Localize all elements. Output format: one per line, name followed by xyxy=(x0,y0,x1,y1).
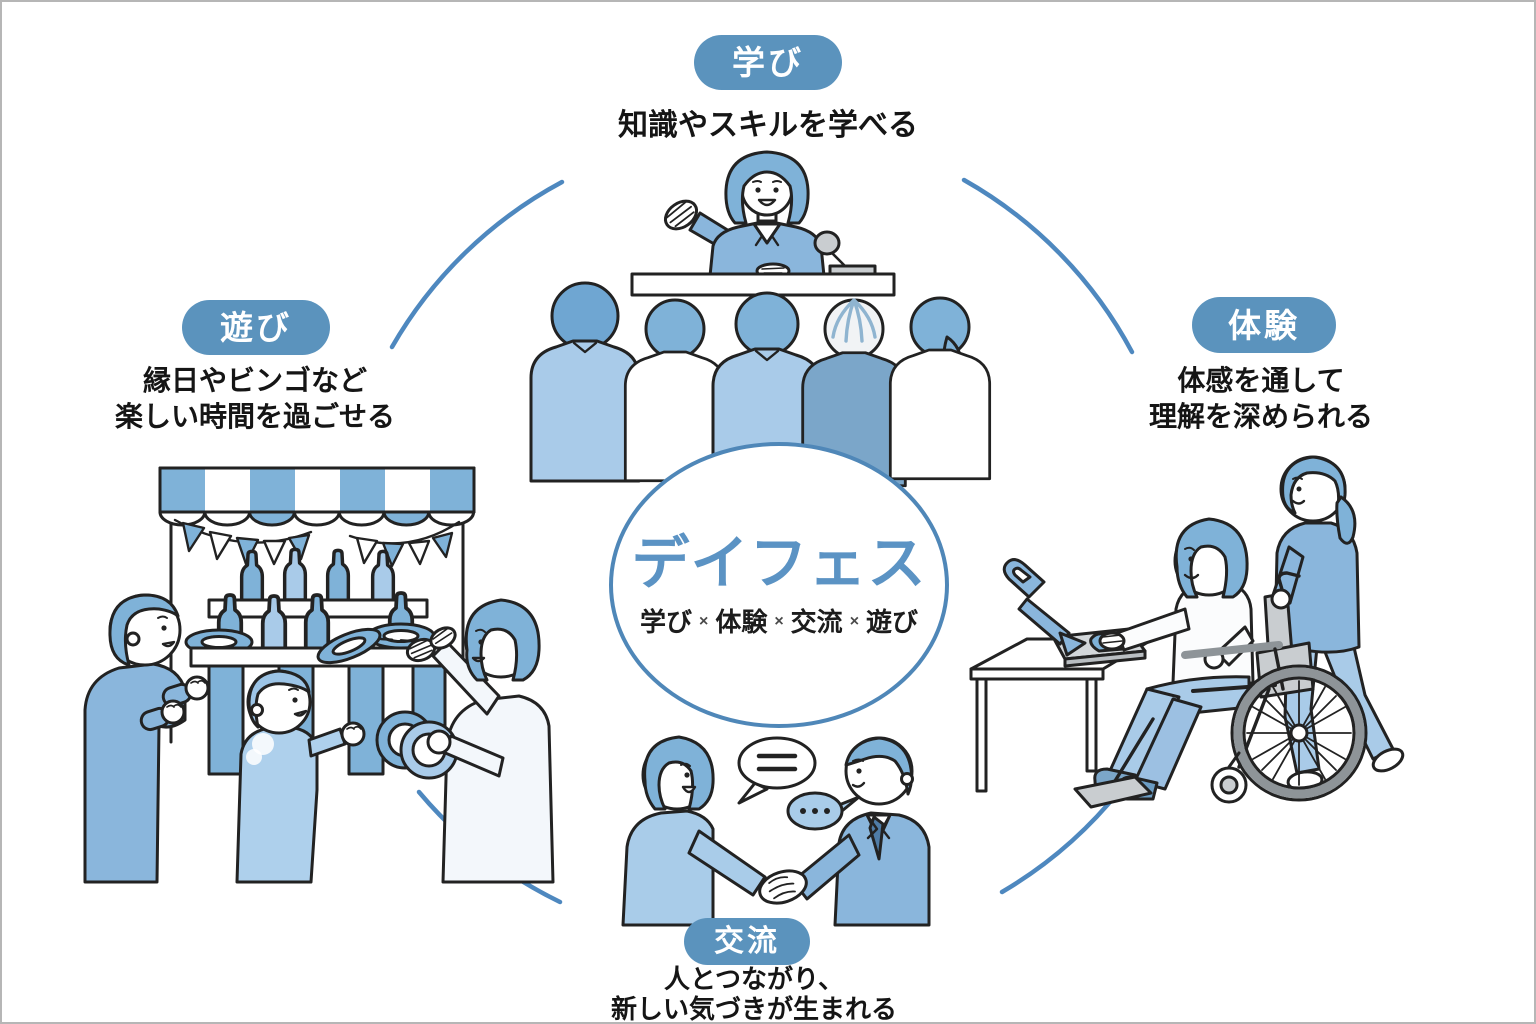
necktie xyxy=(868,815,885,861)
audience-member-4 xyxy=(801,298,907,488)
exchange-caption-line1: 人とつながり、 xyxy=(664,964,844,994)
exchange-badge: 交流 xyxy=(684,918,810,965)
learning-caption: 知識やスキルを学べる xyxy=(618,109,918,142)
striped-awning xyxy=(158,466,476,527)
center-circle: デイフェス 学び × 体験 × 交流 × 遊び xyxy=(609,442,949,728)
father-figure xyxy=(83,593,210,884)
bunting-flags xyxy=(173,518,461,568)
speech-bubble-dots xyxy=(786,791,861,831)
play-illustration xyxy=(83,466,555,884)
experience-caption-line2: 理解を深められる xyxy=(1148,401,1374,432)
formula-item-learning: 学び xyxy=(639,607,692,637)
audience-member-3 xyxy=(711,291,823,491)
learning-badge: 学び xyxy=(694,35,842,90)
learning-illustration xyxy=(529,150,992,491)
experience-illustration xyxy=(969,455,1405,809)
handshake-hands xyxy=(758,869,808,905)
wheelchair-icon xyxy=(1073,588,1368,809)
caregiver-hand xyxy=(1270,588,1292,610)
play-caption: 縁日やビンゴなど 楽しい時間を過ごせる xyxy=(115,363,395,435)
center-title: デイフェス xyxy=(631,531,927,596)
experience-caption: 体感を通して 理解を深められる xyxy=(1149,363,1373,435)
learning-badge-label: 学び xyxy=(732,44,804,81)
multiply-sign: × xyxy=(698,613,709,630)
center-formula: 学び × 体験 × 交流 × 遊び xyxy=(640,609,918,635)
exchange-caption-line2: 新しい気づきが生まれる xyxy=(610,994,898,1024)
experience-badge-label: 体験 xyxy=(1228,306,1300,344)
formula-item-experience: 体験 xyxy=(715,607,768,637)
exchange-illustration xyxy=(621,735,931,927)
multiply-sign: × xyxy=(849,613,860,630)
arc-top-right xyxy=(961,177,1135,355)
handshake-man-figure xyxy=(791,736,931,927)
raised-hand xyxy=(663,199,699,231)
formula-item-play: 遊び xyxy=(866,607,919,637)
child-figure xyxy=(235,669,366,884)
handshake-woman-figure xyxy=(621,735,767,927)
play-caption-line1: 縁日やビンゴなど xyxy=(142,365,368,396)
arc-top-left xyxy=(389,179,565,350)
play-badge: 遊び xyxy=(182,300,330,355)
speech-bubble-equals xyxy=(737,736,817,805)
audience-member-5 xyxy=(888,296,992,481)
multiply-sign: × xyxy=(774,613,784,630)
formula-item-exchange: 交流 xyxy=(790,607,843,637)
play-caption-line2: 楽しい時間を過ごせる xyxy=(114,401,396,432)
play-badge-label: 遊び xyxy=(220,309,292,346)
lecturer-hair xyxy=(724,150,810,225)
exchange-badge-label: 交流 xyxy=(714,924,780,958)
exchange-caption: 人とつながり、 新しい気づきが生まれる xyxy=(610,964,898,1024)
caregiver-figure xyxy=(1271,455,1405,792)
audience-member-1 xyxy=(529,281,641,483)
lecturer-figure xyxy=(663,150,826,280)
experience-caption-line1: 体感を通して xyxy=(1177,365,1345,396)
mother-figure xyxy=(375,598,555,884)
experience-badge: 体験 xyxy=(1192,297,1336,353)
shovel-tool-icon xyxy=(1002,558,1087,657)
audience-member-2 xyxy=(623,298,727,483)
